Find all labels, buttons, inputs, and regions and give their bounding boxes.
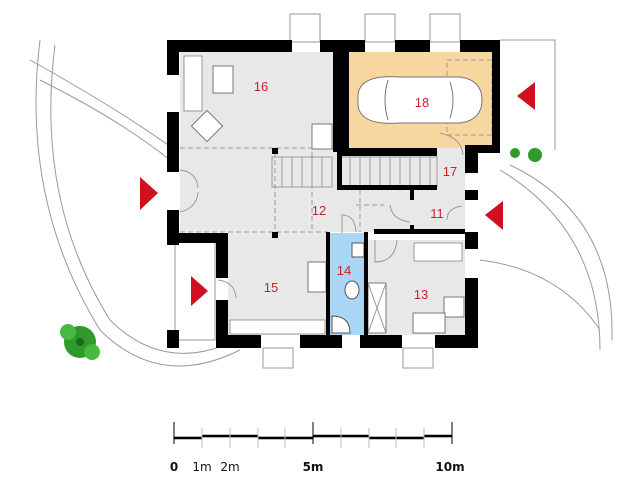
walls <box>167 40 500 348</box>
entrance-arrow-east <box>485 201 503 230</box>
entrance-markers <box>140 82 535 306</box>
scale-label-10m: 10m <box>435 460 464 474</box>
window-boxes <box>262 13 461 369</box>
room-label-14: 14 <box>337 263 351 278</box>
scale-label-0: 0 <box>170 460 178 474</box>
room-label-11: 11 <box>430 206 444 221</box>
scale-label-1m: 1m <box>192 460 211 474</box>
scale-bar: 0 1m 2m 5m 10m <box>170 422 465 474</box>
room-label-17: 17 <box>443 164 457 179</box>
room-label-16: 16 <box>254 79 268 94</box>
room-label-18: 18 <box>415 95 429 110</box>
scale-label-5m: 5m <box>303 460 324 474</box>
room-label-12: 12 <box>312 203 326 218</box>
car-icon <box>357 76 483 124</box>
entrance-arrow-terrace <box>191 276 208 306</box>
room-label-13: 13 <box>414 287 428 302</box>
entrance-arrow-garage <box>517 82 535 110</box>
dashed-lines <box>180 59 493 233</box>
scale-label-2m: 2m <box>220 460 239 474</box>
furniture <box>183 55 465 335</box>
doors <box>179 132 464 299</box>
exterior-paths <box>29 39 613 367</box>
room-label-15: 15 <box>264 280 278 295</box>
plant-icon <box>510 148 542 162</box>
entrance-arrow-west <box>140 177 158 210</box>
plant-icon <box>60 324 100 360</box>
